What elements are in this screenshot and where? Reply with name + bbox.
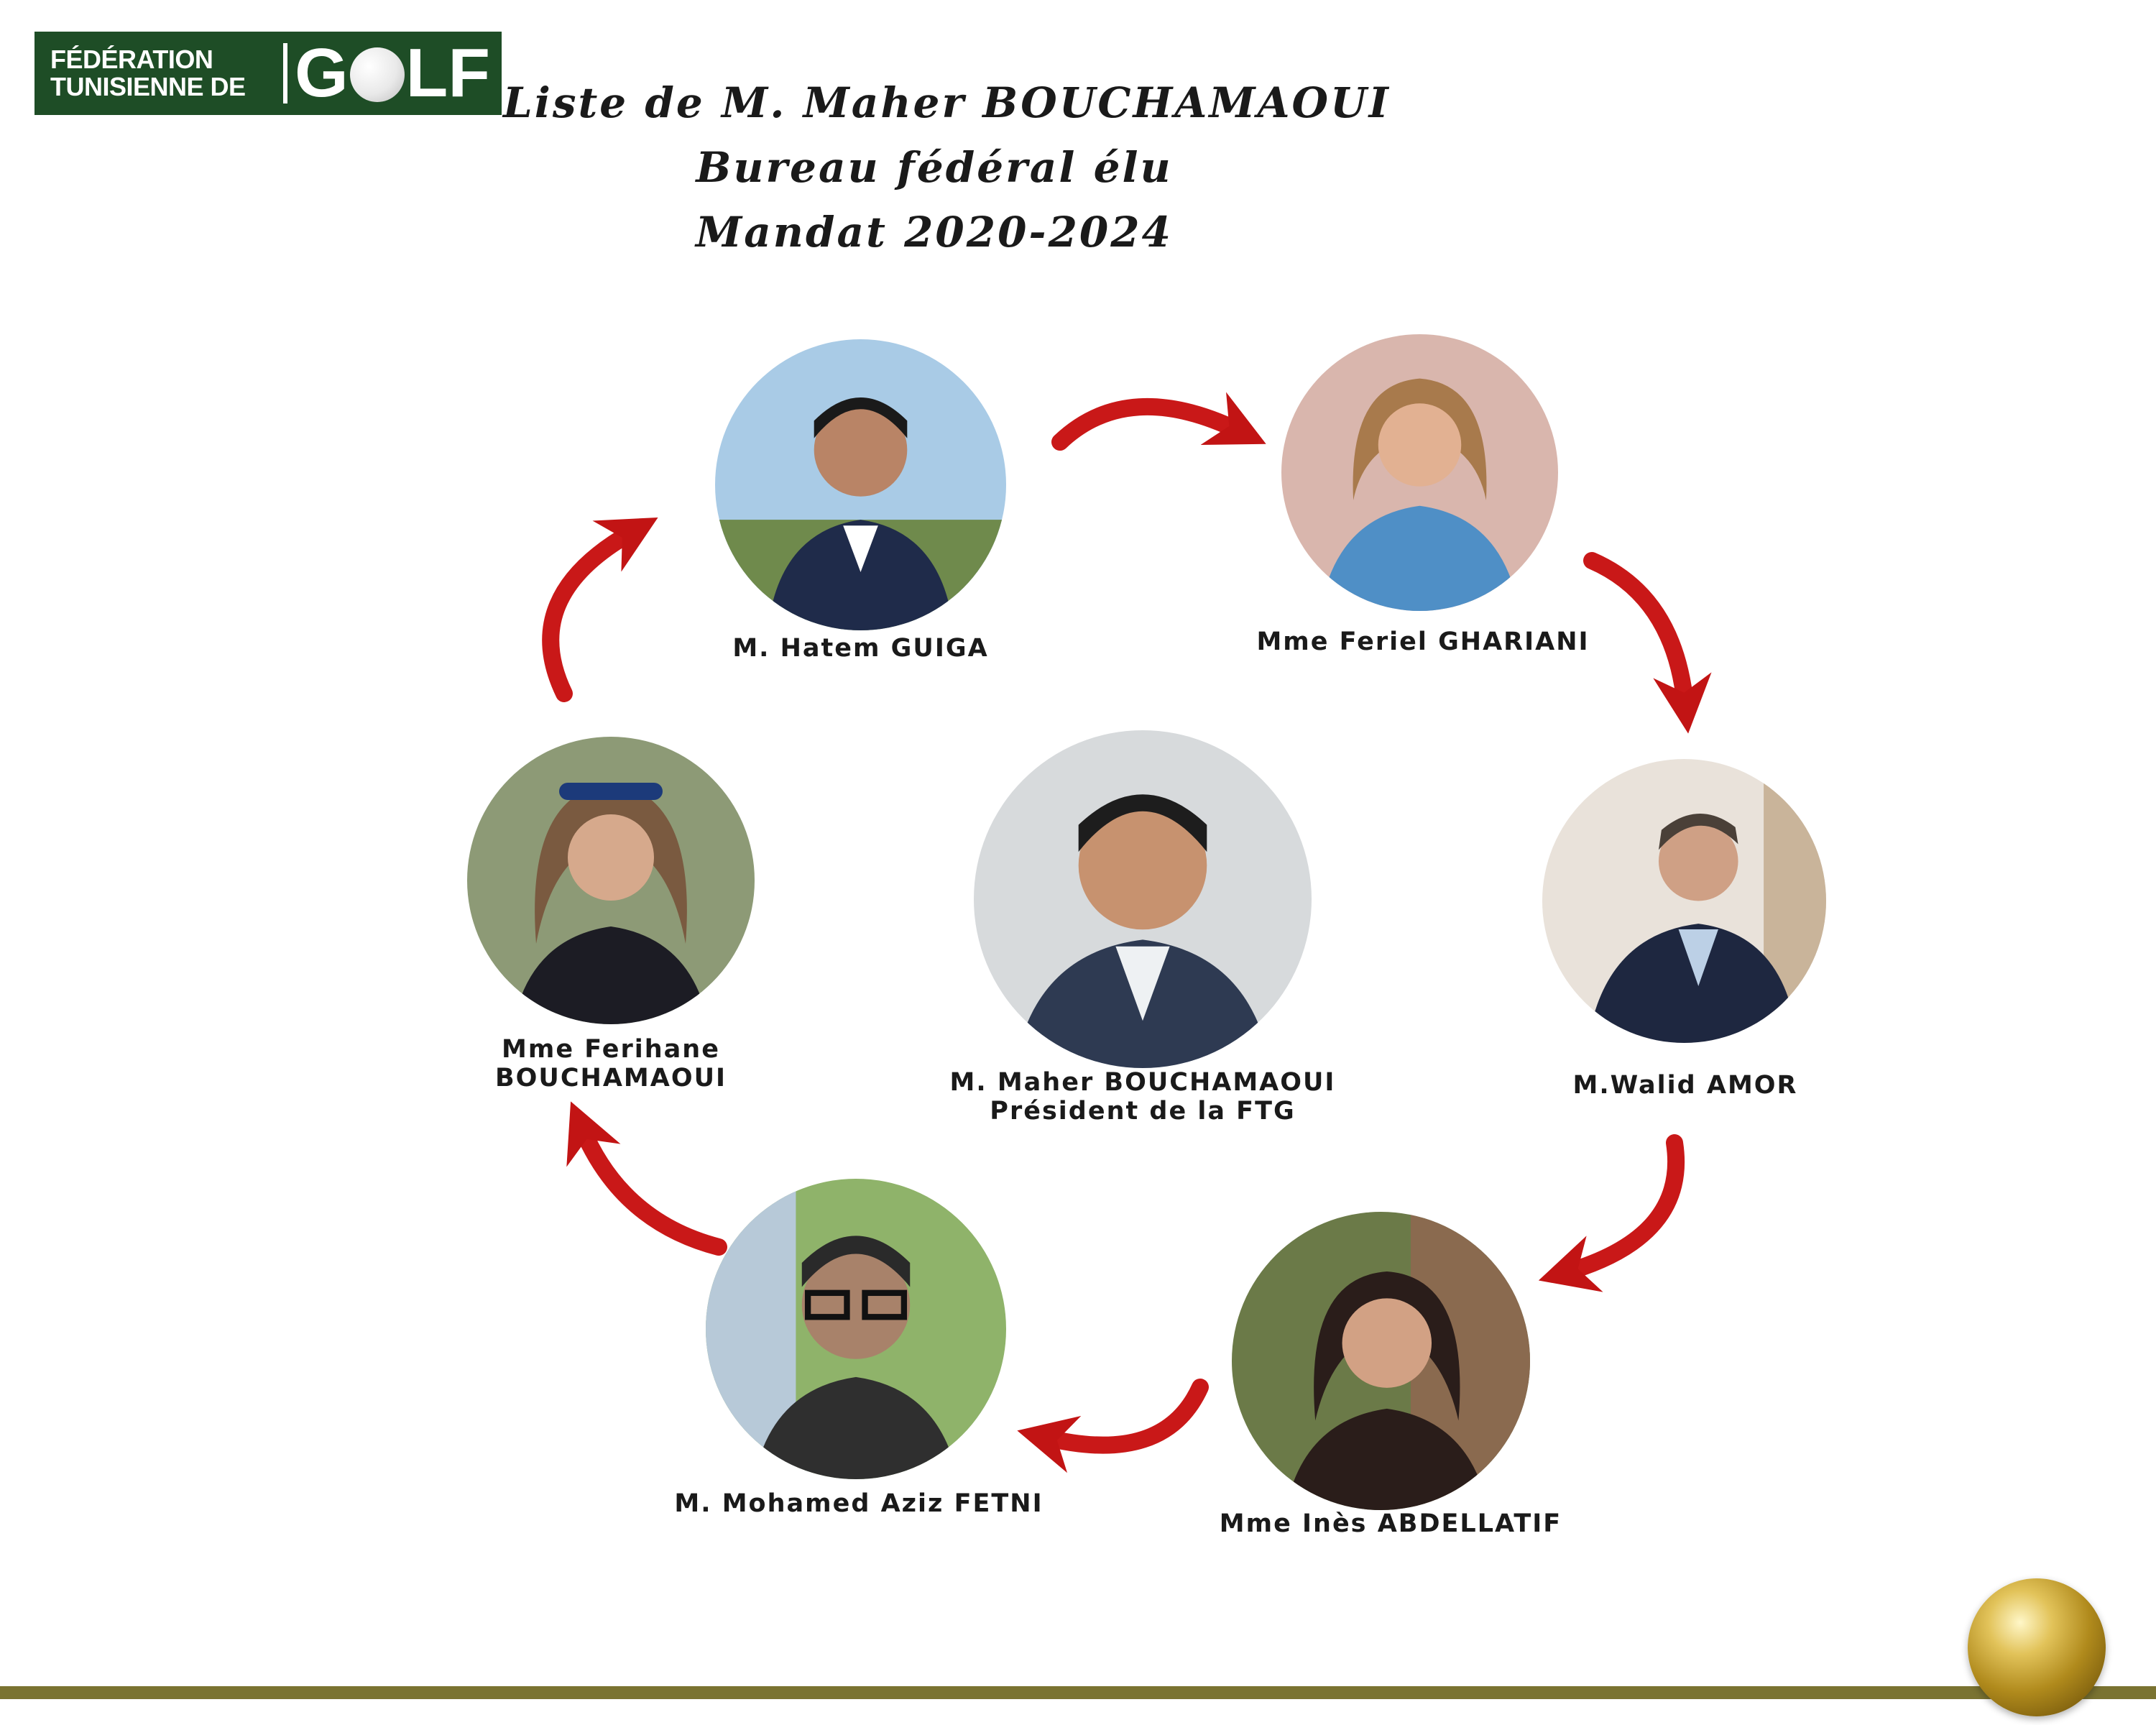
person-portrait-icon [467,737,755,1024]
gold-golf-ball-icon [1968,1578,2106,1716]
photo-aziz [706,1179,1006,1479]
photo-hatem [715,339,1006,630]
photo-walid [1542,759,1826,1043]
photo-maher [974,730,1312,1068]
logo-letter-g: G [295,34,349,111]
title-line-mandate: Mandat 2020-2024 [696,208,1173,257]
logo-letters-lf: LF [405,34,490,111]
arrow-hatem-to-feriel [1051,392,1266,451]
label-hatem: M. Hatem GUIGA [732,634,989,663]
label-ferihane: Mme Ferihane BOUCHAMAOUI [442,1035,780,1092]
golf-ball-icon [349,47,405,102]
title-line-list: Liste de M. Maher BOUCHAMAOUI [503,78,1391,127]
logo-text-block: FÉDÉRATION TUNISIENNE DE [34,46,279,101]
bottom-divider [0,1686,2156,1699]
label-walid: M.Walid AMOR [1572,1071,1798,1100]
photo-feriel [1281,334,1558,611]
person-portrait-icon [706,1179,1006,1479]
person-portrait-icon [1232,1212,1530,1510]
logo-separator [283,43,287,104]
logo-line-tunisienne: TUNISIENNE DE [50,72,246,101]
label-ferihane-line2: BOUCHAMAOUI [494,1064,727,1092]
label-maher-role: Président de la FTG [990,1097,1296,1126]
label-maher: M. Maher BOUCHAMAOUI Président de la FTG [923,1068,1362,1126]
logo-line-federation: FÉDÉRATION [50,45,213,74]
label-ines: Mme Inès ABDELLATIF [1219,1509,1562,1538]
label-ferihane-line1: Mme Ferihane [502,1035,720,1064]
arrow-ines-to-aziz [1017,1379,1209,1473]
label-aziz: M. Mohamed Aziz FETNI [674,1489,1044,1518]
arrow-aziz-to-ferihane [566,1101,727,1256]
arrow-ferihane-to-hatem [542,517,658,702]
person-portrait-icon [1542,759,1826,1043]
person-portrait-icon [974,730,1312,1068]
photo-ferihane [467,737,755,1024]
label-maher-name: M. Maher BOUCHAMAOUI [949,1068,1336,1097]
logo-golf-word: G LF [295,39,490,108]
person-portrait-icon [1281,334,1558,611]
title-line-bureau: Bureau fédéral élu [696,143,1173,192]
federation-logo: FÉDÉRATION TUNISIENNE DE G LF [34,32,502,115]
photo-ines [1232,1212,1530,1510]
arrow-walid-to-ines [1538,1134,1685,1292]
label-feriel: Mme Feriel GHARIANI [1256,627,1590,656]
page-title: Liste de M. Maher BOUCHAMAOUI Bureau féd… [503,70,1391,264]
person-portrait-icon [715,339,1006,630]
